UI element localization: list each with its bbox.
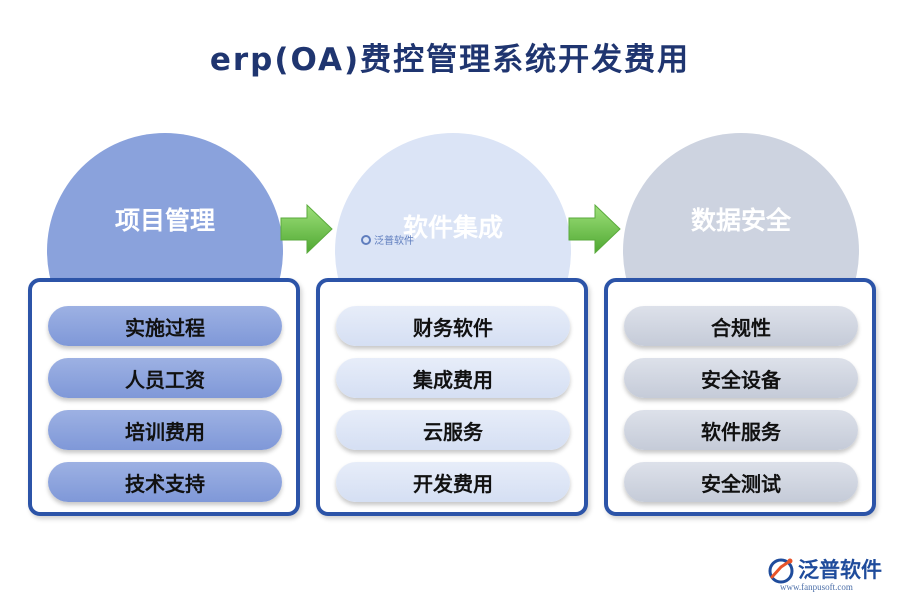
category-box: 合规性 安全设备 软件服务 安全测试 bbox=[604, 278, 876, 516]
brand-url: www.fanpusoft.com bbox=[780, 582, 853, 592]
list-item: 安全设备 bbox=[624, 358, 858, 398]
list-item: 合规性 bbox=[624, 306, 858, 346]
column-project-management: 项目管理 实施过程 人员工资 培训费用 技术支持 bbox=[28, 133, 302, 518]
diagram-title: erp(OA)费控管理系统开发费用 bbox=[209, 42, 691, 78]
list-item: 实施过程 bbox=[48, 306, 282, 346]
list-item: 培训费用 bbox=[48, 410, 282, 450]
brand-logo-icon bbox=[768, 558, 794, 584]
item-list: 财务软件 集成费用 云服务 开发费用 bbox=[336, 306, 570, 514]
column-software-integration: 软件集成 财务软件 集成费用 云服务 开发费用 bbox=[316, 133, 590, 518]
watermark-text: 泛普软件 bbox=[374, 236, 414, 247]
category-heading: 项目管理 bbox=[114, 206, 215, 235]
category-heading: 软件集成 bbox=[402, 213, 503, 242]
list-item: 人员工资 bbox=[48, 358, 282, 398]
brand-logo: 泛普软件 www.fanpusoft.com bbox=[766, 553, 892, 593]
arrow-right-icon bbox=[568, 203, 621, 255]
column-data-security: 数据安全 合规性 安全设备 软件服务 安全测试 bbox=[604, 133, 878, 518]
list-item: 技术支持 bbox=[48, 462, 282, 502]
list-item: 集成费用 bbox=[336, 358, 570, 398]
list-item: 软件服务 bbox=[624, 410, 858, 450]
watermark-logo-icon bbox=[361, 234, 371, 245]
brand-name: 泛普软件 bbox=[798, 558, 882, 582]
list-item: 安全测试 bbox=[624, 462, 858, 502]
arrow-right-icon bbox=[280, 203, 333, 255]
watermark: 泛普软件 bbox=[361, 232, 414, 247]
category-box: 实施过程 人员工资 培训费用 技术支持 bbox=[28, 278, 300, 516]
item-list: 实施过程 人员工资 培训费用 技术支持 bbox=[48, 306, 282, 514]
category-box: 财务软件 集成费用 云服务 开发费用 bbox=[316, 278, 588, 516]
item-list: 合规性 安全设备 软件服务 安全测试 bbox=[624, 306, 858, 514]
list-item: 开发费用 bbox=[336, 462, 570, 502]
list-item: 财务软件 bbox=[336, 306, 570, 346]
list-item: 云服务 bbox=[336, 410, 570, 450]
category-heading: 数据安全 bbox=[690, 206, 791, 235]
